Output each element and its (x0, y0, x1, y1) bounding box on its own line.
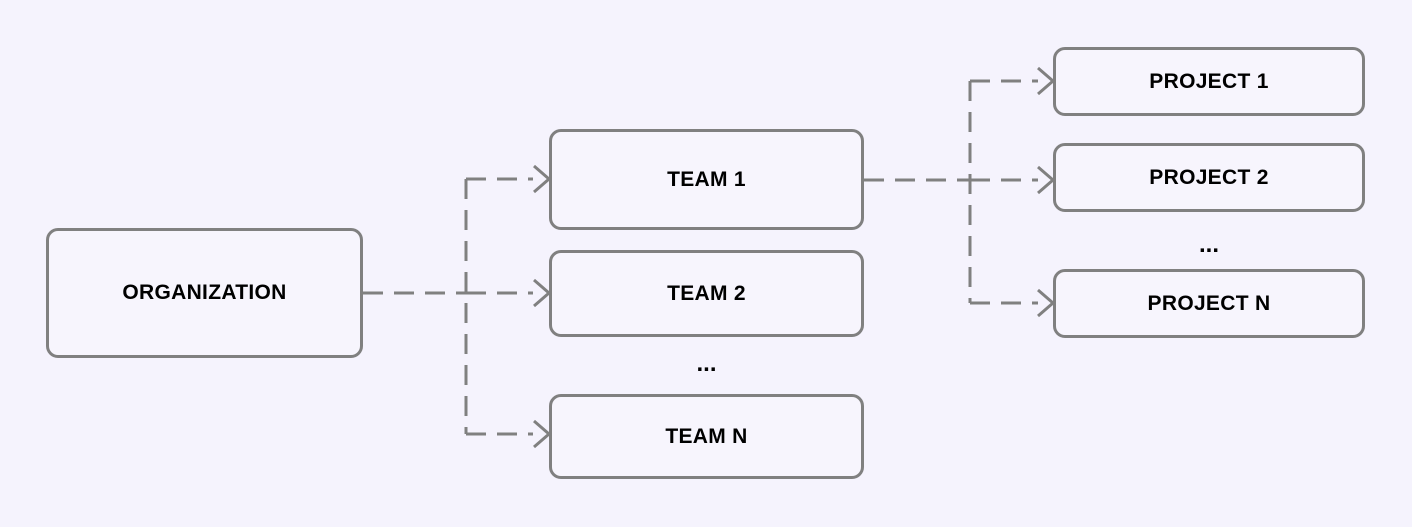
arrowhead-project-n (1037, 288, 1056, 318)
node-project-n-label: PROJECT N (1147, 291, 1271, 315)
node-project-1[interactable]: PROJECT 1 (1053, 47, 1365, 116)
node-project-2-label: PROJECT 2 (1149, 165, 1269, 189)
node-organization-label: ORGANIZATION (122, 281, 287, 304)
arrowhead-team-1 (533, 164, 552, 194)
node-project-n[interactable]: PROJECT N (1053, 269, 1365, 338)
arrowhead-project-2 (1037, 165, 1056, 195)
node-team-2-label: TEAM 2 (667, 281, 746, 305)
arrowhead-project-1 (1037, 66, 1056, 96)
node-team-1[interactable]: TEAM 1 (549, 129, 864, 230)
node-team-2[interactable]: TEAM 2 (549, 250, 864, 337)
node-team-n-label: TEAM N (665, 424, 748, 448)
arrowhead-team-n (533, 419, 552, 449)
node-organization[interactable]: ORGANIZATION (46, 228, 363, 358)
node-team-1-label: TEAM 1 (667, 167, 746, 191)
arrowhead-team-2 (533, 278, 552, 308)
node-team-n[interactable]: TEAM N (549, 394, 864, 479)
node-project-1-label: PROJECT 1 (1149, 69, 1269, 93)
node-project-2[interactable]: PROJECT 2 (1053, 143, 1365, 212)
ellipsis-projects: ... (1198, 231, 1219, 258)
ellipsis-teams: ... (696, 350, 717, 377)
